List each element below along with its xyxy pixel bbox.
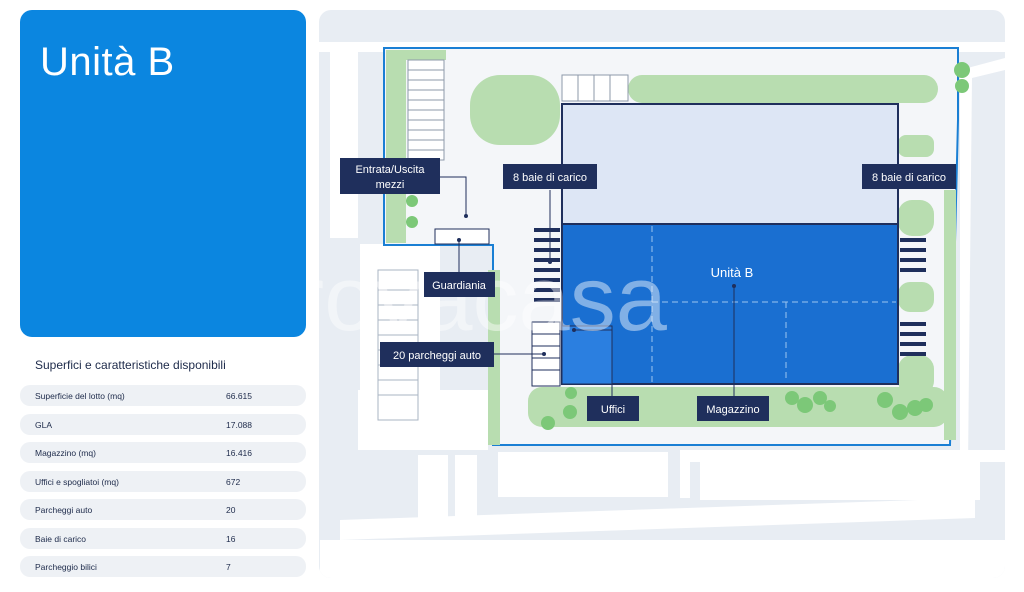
unit-b-building <box>561 223 899 385</box>
label-bays-right: 8 baie di carico <box>862 164 956 189</box>
spec-row: Baie di carico 16 <box>20 527 306 549</box>
label-entrance-line1: Entrata/Uscita <box>355 164 425 176</box>
spec-label: GLA <box>35 419 53 430</box>
label-warehouse: Magazzino <box>697 396 769 421</box>
spec-value: 672 <box>226 476 241 487</box>
page-title: Unità B <box>40 40 175 84</box>
leader-dots <box>457 214 736 356</box>
spec-row: GLA 17.088 <box>20 413 306 435</box>
guardhouse <box>434 228 490 245</box>
spec-value: 16.416 <box>226 448 252 458</box>
site-map-drawing: trovacasa Entrata/Uscita mezzi 8 baie di… <box>319 42 1005 578</box>
label-entrance-line2: mezzi <box>376 179 405 191</box>
loading-bays-left <box>534 228 560 302</box>
spec-value: 66.615 <box>226 391 252 401</box>
spec-row: Superficie del lotto (mq) 66.615 <box>20 385 306 406</box>
label-guardhouse-text: Guardiania <box>432 280 487 292</box>
spec-label: Uffici e spogliatoi (mq) <box>35 476 119 487</box>
spec-label: Parcheggio bilici <box>35 562 97 572</box>
label-bays-left: 8 baie di carico <box>503 164 597 189</box>
unit-b-dividers <box>651 226 896 382</box>
label-guardhouse: Guardiania <box>424 272 495 297</box>
label-parking: 20 parcheggi auto <box>380 342 494 367</box>
spec-label: Superficie del lotto (mq) <box>35 391 125 401</box>
label-entrance: Entrata/Uscita mezzi <box>340 158 440 194</box>
specs-heading: Superfici e caratteristiche disponibili <box>35 358 226 372</box>
label-warehouse-text: Magazzino <box>706 404 759 416</box>
title-card: Unità B <box>20 10 306 337</box>
loading-bays-right <box>900 238 926 356</box>
spec-row: Parcheggio bilici 7 <box>20 556 306 577</box>
spec-row: Magazzino (mq) 16.416 <box>20 442 306 463</box>
trees <box>406 62 970 430</box>
leader-lines <box>440 176 735 396</box>
spec-value: 20 <box>226 505 236 515</box>
spec-row: Parcheggi auto 20 <box>20 499 306 520</box>
spec-value: 17.088 <box>226 419 252 430</box>
label-bays-right-text: 8 baie di carico <box>872 172 946 184</box>
site-map: trovacasa Entrata/Uscita mezzi 8 baie di… <box>319 10 1005 578</box>
spec-value: 7 <box>226 562 231 572</box>
spec-label: Parcheggi auto <box>35 505 93 515</box>
label-parking-text: 20 parcheggi auto <box>393 350 481 362</box>
label-bays-left-text: 8 baie di carico <box>513 172 587 184</box>
label-offices: Uffici <box>587 396 639 421</box>
specs-table: Superficie del lotto (mq) 66.615 GLA 17.08… <box>20 385 306 585</box>
spec-value: 16 <box>226 533 236 544</box>
watermark: trovacasa <box>319 248 668 350</box>
label-offices-text: Uffici <box>601 404 625 416</box>
label-unit: Unità B <box>711 265 754 280</box>
spec-label: Baie di carico <box>35 533 87 544</box>
spec-label: Magazzino (mq) <box>35 448 96 458</box>
roads <box>319 42 1005 578</box>
spec-row: Uffici e spogliatoi (mq) 672 <box>20 470 306 492</box>
building-north <box>561 103 899 225</box>
